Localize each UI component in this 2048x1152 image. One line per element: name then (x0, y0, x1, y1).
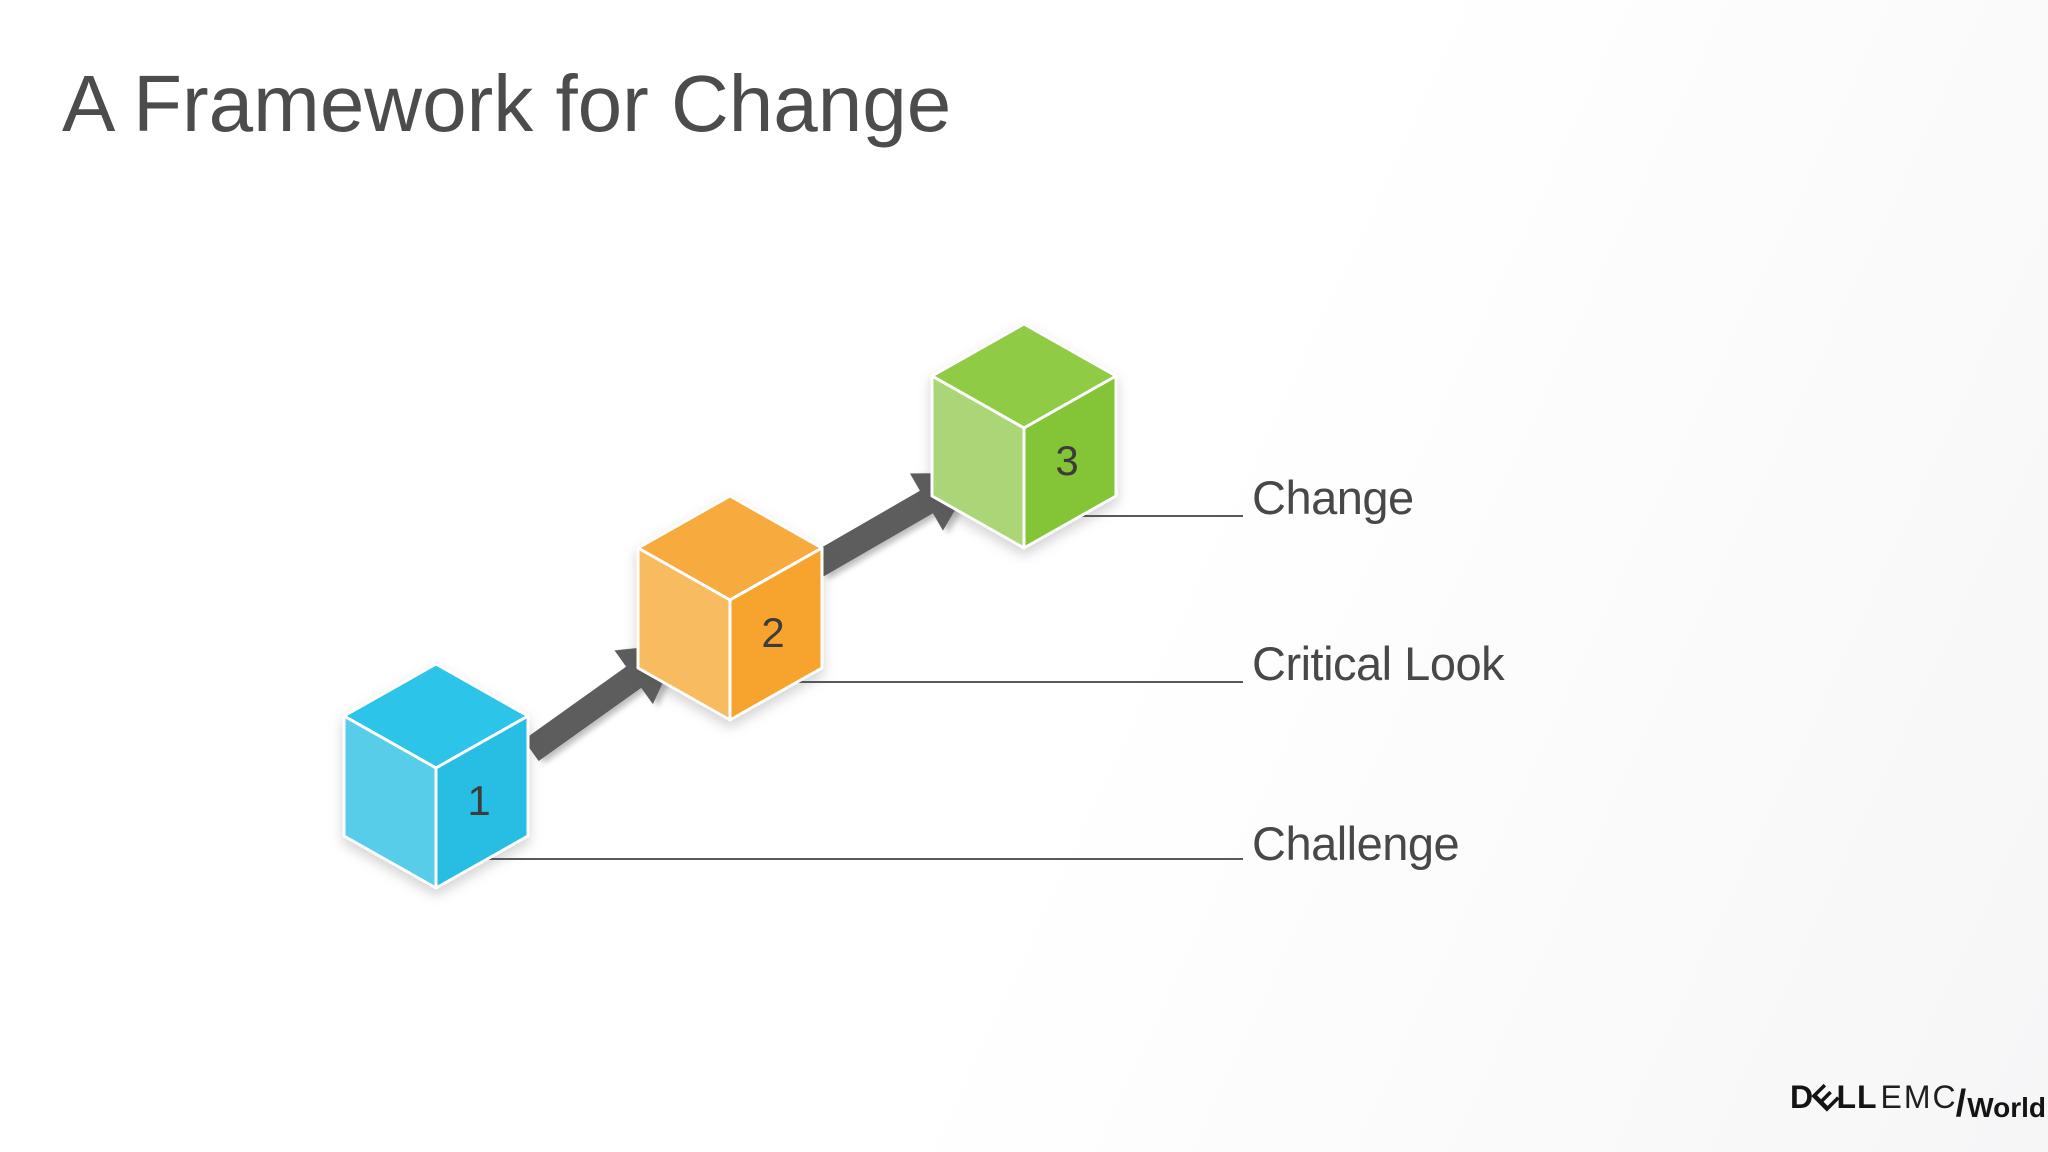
logo-emc-text: EMC (1880, 1079, 1958, 1115)
slide-title: A Framework for Change (62, 59, 952, 148)
callout-label-critical-look: Critical Look (1252, 637, 1505, 690)
cube-3-right-face (1022, 374, 1118, 550)
cube-step-3: 3 (930, 322, 1118, 550)
logo-slash: / (1955, 1083, 1967, 1125)
cube-step-2: 2 (636, 494, 824, 722)
cube-step-1: 1 (342, 662, 530, 890)
cube-3-number-label: 3 (1055, 437, 1078, 484)
cube-1-right-face (434, 714, 530, 890)
arrow-1-icon (523, 643, 681, 762)
cube-2-right-face (728, 546, 824, 722)
arrow-1-shape (523, 643, 681, 762)
logo-dell-ll: LL (1836, 1079, 1878, 1115)
cube-1-number-label: 1 (467, 777, 490, 824)
callout-label-change: Change (1252, 471, 1414, 524)
callout-label-challenge: Challenge (1252, 817, 1460, 870)
logo-world-text: World (1967, 1092, 2047, 1123)
cube-2-number-label: 2 (761, 609, 784, 656)
logo-dell-d: D (1790, 1079, 1815, 1115)
